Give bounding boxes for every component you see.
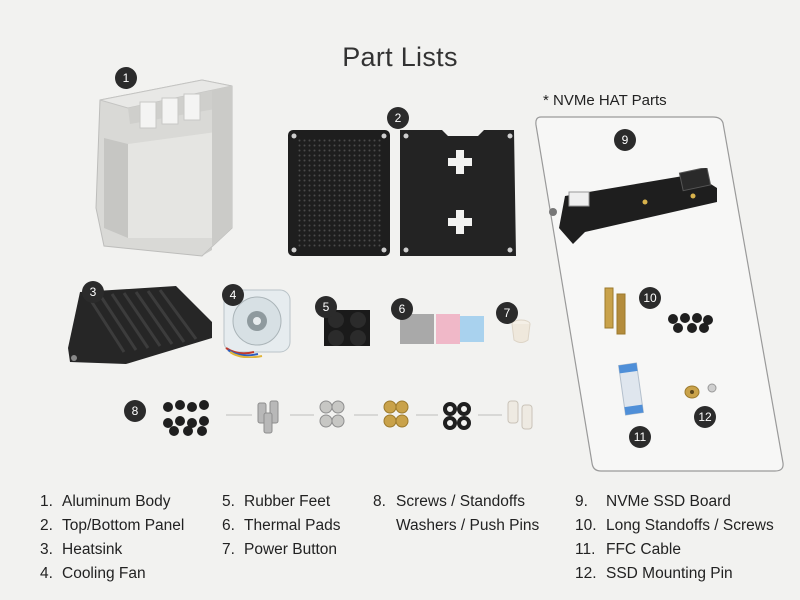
nvme-board-icon	[549, 168, 717, 244]
legend-item: 6.Thermal Pads	[222, 517, 341, 534]
legend-item: 10.Long Standoffs / Screws	[575, 517, 774, 534]
nvme-hat-subtitle: * NVMe HAT Parts	[543, 92, 667, 109]
badge-8: 8	[124, 400, 146, 422]
badge-3: 3	[82, 281, 104, 303]
screws-icon	[163, 400, 533, 436]
legend-column-4: 9.NVMe SSD Board 10.Long Standoffs / Scr…	[575, 490, 774, 586]
legend-column-1: 1.Aluminum Body 2.Top/Bottom Panel 3.Hea…	[40, 490, 184, 586]
legend-item: 9.NVMe SSD Board	[575, 493, 731, 510]
badge-12: 12	[694, 406, 716, 428]
legend-item: 3.Heatsink	[40, 541, 123, 558]
heatsink-icon	[68, 286, 212, 364]
power-button-icon	[511, 319, 531, 343]
legend-item: Washers / Push Pins	[396, 517, 540, 534]
badge-7: 7	[496, 302, 518, 324]
legend-item: 8.Screws / Standoffs	[373, 493, 525, 510]
legend-item: 1.Aluminum Body	[40, 493, 171, 510]
ffc-cable-icon	[618, 362, 644, 416]
badge-1: 1	[115, 67, 137, 89]
legend-column-3: 8.Screws / Standoffs Washers / Push Pins	[373, 490, 539, 538]
standoff-icon	[604, 287, 626, 335]
legend-item: 4.Cooling Fan	[40, 565, 146, 582]
legend-item: 2.Top/Bottom Panel	[40, 517, 185, 534]
legend-item: 11.FFC Cable	[575, 541, 681, 558]
badge-11: 11	[629, 426, 651, 448]
thermal-pads-icon	[400, 314, 484, 344]
mounting-pin-icon	[684, 383, 717, 399]
badge-5: 5	[315, 296, 337, 318]
aluminum-body-icon	[95, 79, 233, 257]
panel-icon	[288, 130, 516, 256]
legend-column-2: 5.Rubber Feet 6.Thermal Pads 7.Power But…	[222, 490, 340, 562]
badge-6: 6	[391, 298, 413, 320]
badge-4: 4	[222, 284, 244, 306]
legend-item: 5.Rubber Feet	[222, 493, 331, 510]
badge-10: 10	[639, 287, 661, 309]
page-title: Part Lists	[342, 42, 458, 72]
fan-icon	[223, 289, 291, 358]
legend-item: 7.Power Button	[222, 541, 338, 558]
legend-item: 12.SSD Mounting Pin	[575, 565, 733, 582]
badge-2: 2	[387, 107, 409, 129]
badge-9: 9	[614, 129, 636, 151]
screws-icon	[668, 313, 713, 333]
